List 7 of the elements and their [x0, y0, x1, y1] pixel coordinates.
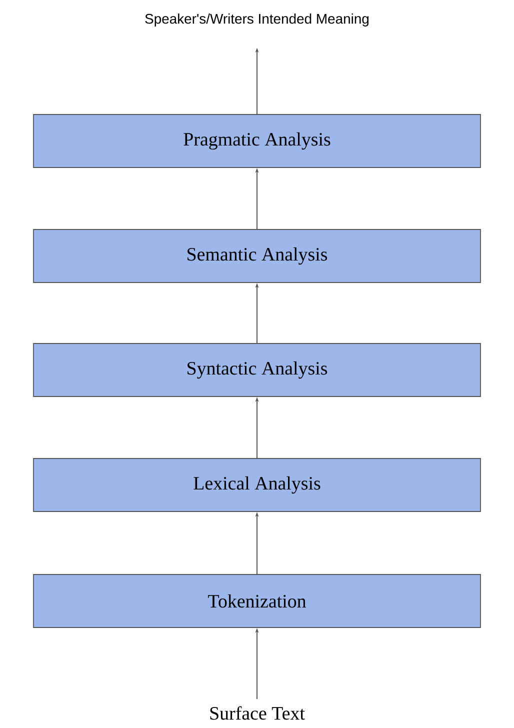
process-box: Lexical Analysis: [33, 458, 481, 512]
process-box: Semantic Analysis: [33, 229, 481, 283]
process-box: Pragmatic Analysis: [33, 114, 481, 168]
process-box: Syntactic Analysis: [33, 343, 481, 397]
process-box: Tokenization: [33, 574, 481, 628]
output-label: Speaker's/Writers Intended Meaning: [145, 14, 369, 26]
input-label: Surface Text: [210, 706, 305, 720]
